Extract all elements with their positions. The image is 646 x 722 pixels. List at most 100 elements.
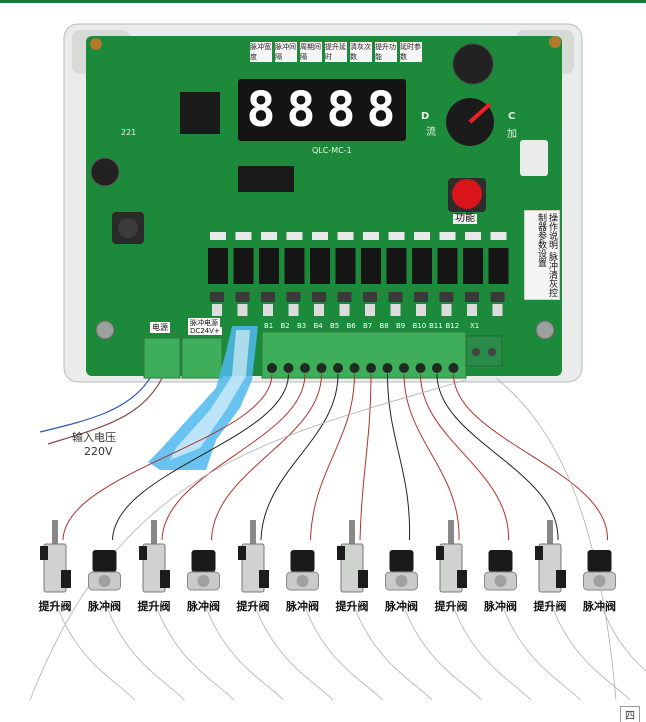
pulse-valve — [286, 550, 319, 591]
signal-wire — [112, 373, 289, 541]
return-wire — [252, 599, 334, 701]
model-label: QLC-MC-1 — [312, 146, 352, 155]
lift-valve — [40, 520, 71, 593]
signal-wire — [436, 373, 559, 541]
smd-component — [492, 304, 503, 316]
pulse-valve — [385, 550, 418, 591]
valve-label: 脉冲阀 — [484, 600, 517, 613]
terminal-label: B6 — [346, 322, 356, 330]
lift-valve — [535, 520, 566, 593]
c-key-label: C — [508, 111, 516, 122]
diode — [210, 292, 224, 302]
return-wire — [54, 599, 136, 701]
valve-label: 脉冲阀 — [286, 600, 319, 613]
signal-wire — [260, 373, 339, 541]
resistor — [312, 232, 328, 240]
function-label: 功能 — [453, 213, 477, 224]
segment-display: 8 8 8 8 — [238, 79, 406, 141]
driver-transistor — [386, 248, 407, 284]
capacitor — [90, 157, 120, 187]
terminal-screw — [283, 363, 294, 373]
input-voltage-label: 输入电压 — [72, 431, 116, 444]
terminal-label: B7 — [363, 322, 373, 330]
resistor — [286, 232, 303, 240]
smd-component — [237, 304, 248, 316]
screw-top-right — [549, 36, 561, 48]
terminal-screw — [382, 363, 393, 373]
diode — [388, 292, 403, 302]
return-wire — [302, 599, 383, 701]
top-label: 清灰次数 — [350, 42, 372, 62]
valve-label: 脉冲阀 — [187, 600, 220, 613]
screw-bottom-right — [535, 320, 555, 340]
power-terminal — [143, 337, 181, 379]
terminal-screw — [432, 363, 442, 373]
dc24-terminal — [181, 337, 223, 379]
valve-label: 脉冲阀 — [88, 600, 121, 613]
resistor — [439, 232, 456, 240]
signal-wire — [62, 373, 273, 541]
dc24-label: DC24V+ — [188, 327, 222, 335]
output-terminal-block — [261, 331, 467, 379]
return-wire — [153, 599, 235, 701]
valve-label: 提升阀 — [38, 600, 72, 613]
valve-wires — [29, 373, 646, 701]
valve-label: 脉冲阀 — [583, 600, 616, 613]
top-label: 延时参数 — [400, 42, 422, 62]
diode — [414, 292, 428, 302]
valve-label: 提升阀 — [434, 600, 468, 613]
lift-valve — [139, 520, 170, 593]
diode — [363, 292, 377, 302]
return-wire — [104, 599, 185, 701]
terminal-label: B12 — [445, 322, 460, 330]
driver-transistor — [335, 248, 356, 284]
smd-component — [416, 304, 426, 316]
diode — [337, 292, 352, 302]
blue-highlight-stroke — [148, 326, 258, 470]
smd-component — [288, 304, 299, 316]
pulse-valve — [187, 550, 220, 591]
smd-component — [365, 304, 375, 316]
return-wire — [401, 599, 482, 701]
pulse-valve — [88, 550, 121, 591]
terminal-screw — [333, 363, 343, 373]
terminal-screw — [448, 363, 459, 373]
power-label: 电源 — [150, 322, 170, 333]
instruction-body: 脉冲清灰控制器参数设置 — [536, 213, 557, 297]
terminal-screw — [316, 363, 327, 373]
input-wire-blue — [39, 377, 151, 433]
terminal-label: B11 — [429, 322, 443, 330]
smd-component — [314, 304, 324, 316]
flow-label: 流 — [426, 127, 436, 138]
resistor — [388, 232, 405, 240]
top-label: 脉冲宽度 — [250, 42, 272, 62]
lift-valve — [337, 520, 368, 593]
valve-label: 脉冲阀 — [385, 600, 418, 613]
terminal-label: B10 — [412, 322, 427, 330]
driver-transistor — [488, 248, 509, 284]
terminal-label: B2 — [280, 322, 290, 330]
driver-transistor-row — [208, 232, 509, 284]
smd-component — [390, 304, 401, 316]
diode — [286, 292, 301, 302]
signal-wire — [403, 373, 460, 541]
function-button — [452, 179, 482, 209]
return-wire — [599, 599, 646, 672]
add-label: 加 — [507, 129, 517, 140]
smd-component — [467, 304, 477, 316]
terminal-label: B5 — [330, 322, 340, 330]
lift-valve — [436, 520, 467, 593]
signal-wire — [310, 373, 355, 541]
terminal-screw — [267, 363, 277, 373]
terminal-label: X1 — [470, 322, 480, 330]
driver-transistor — [361, 248, 381, 284]
top-label: 周期间隔 — [300, 42, 322, 62]
terminal-label: B1 — [264, 322, 274, 330]
terminal-screw — [349, 363, 360, 373]
return-wire — [203, 599, 284, 701]
terminal-label: B9 — [396, 322, 406, 330]
return-wire — [351, 599, 433, 701]
top-label: 提升功能 — [375, 42, 397, 62]
smd-component — [339, 304, 350, 316]
small-component-row — [210, 292, 505, 316]
